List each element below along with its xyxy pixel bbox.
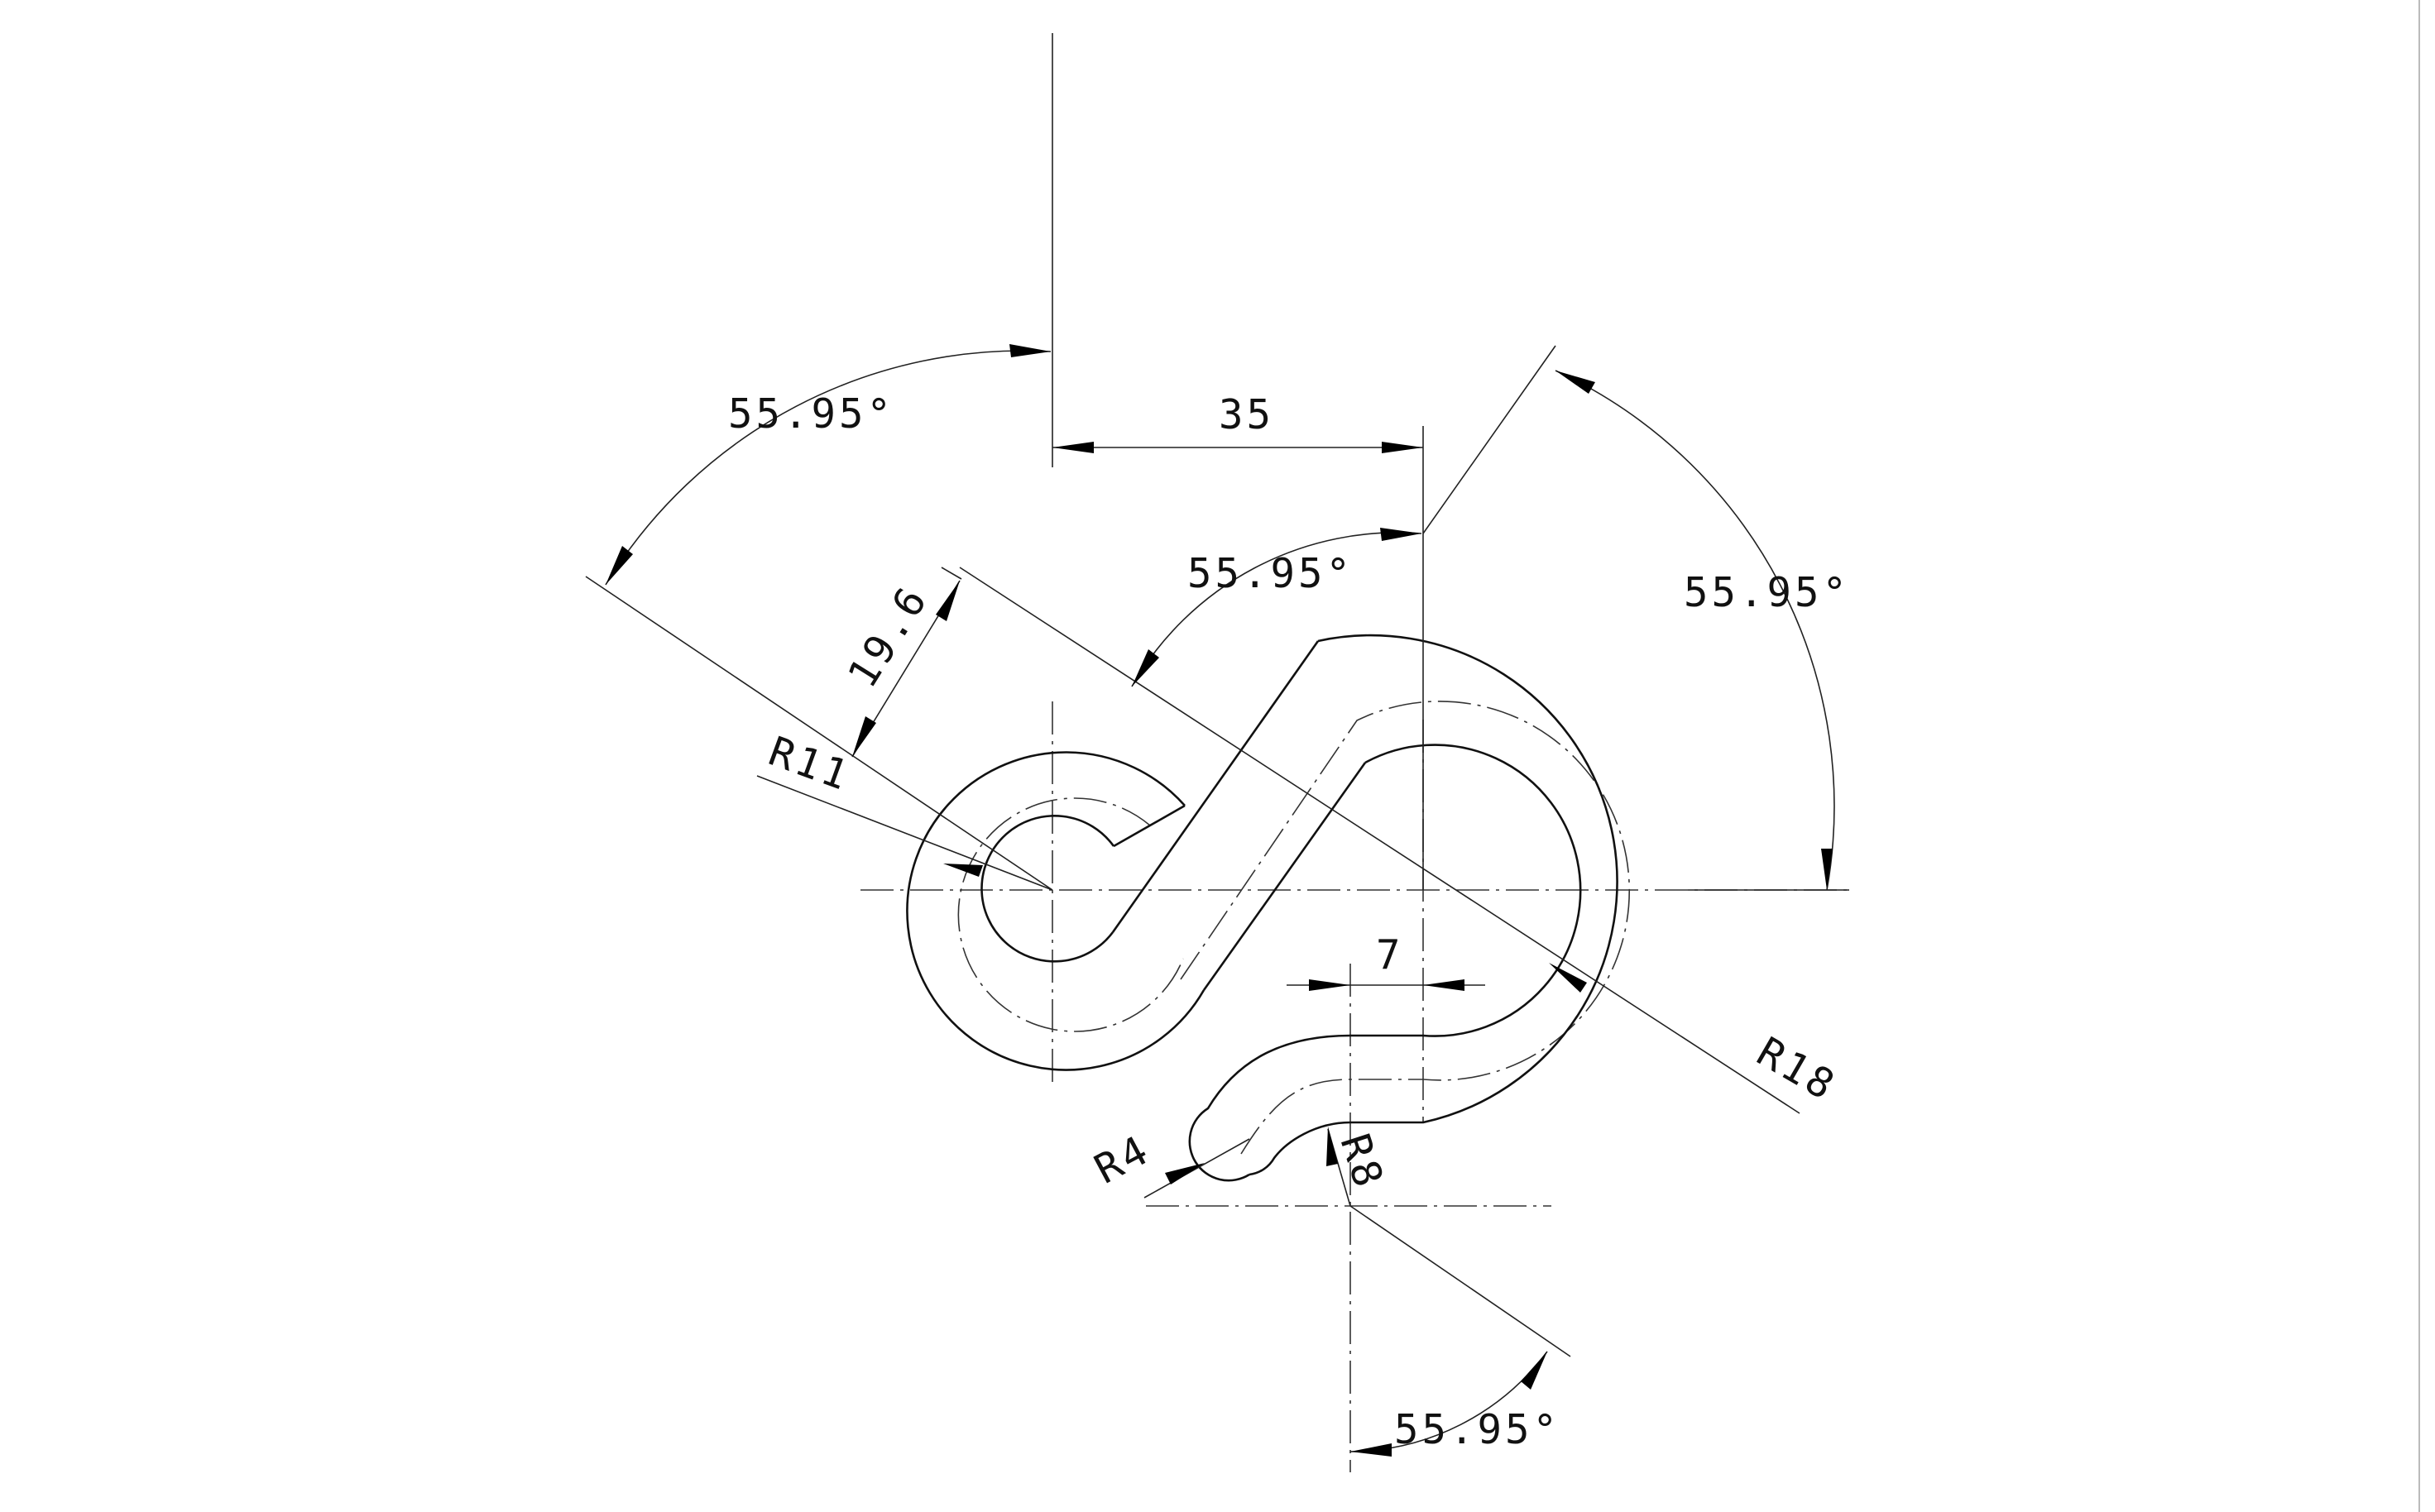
dim-19-6-label: 19.6 — [839, 577, 937, 696]
dimension-labels: 55.95° 35 55.95° 55.95° 19.6 R11 R18 7 R… — [728, 390, 1850, 1453]
angle-label-middle: 55.95° — [1187, 550, 1354, 597]
angle-label-top-left: 55.95° — [728, 390, 894, 438]
diagonal-upper-edge — [1111, 640, 1320, 933]
dim-19-6-arrow-bottom — [852, 716, 876, 757]
angle-label-bottom: 55.95° — [1394, 1406, 1560, 1453]
small-inner-arc — [980, 815, 1115, 963]
angle-arc-right-arrow-2 — [1821, 849, 1833, 890]
angled-extension-left — [585, 576, 1053, 891]
r11-arrow — [943, 864, 983, 877]
angle-arc-right — [1555, 370, 1835, 891]
angled-extension-parallel — [959, 567, 1800, 1114]
r8-label: R8 — [1331, 1128, 1393, 1195]
angle-arc-top-left-arrow-2 — [606, 546, 633, 585]
dim-7-label: 7 — [1376, 931, 1404, 978]
small-end-cap — [1113, 804, 1186, 848]
r11-leader — [756, 775, 1053, 891]
r4-label: R4 — [1087, 1126, 1158, 1194]
large-pitch-circle — [1180, 701, 1631, 1155]
angled-extension-right — [1422, 345, 1556, 534]
r18-arrow — [1549, 963, 1587, 993]
small-pitch-circle — [957, 797, 1184, 1032]
angle-arc-top-left — [605, 350, 1052, 586]
hook-outline — [906, 634, 1618, 1182]
diagonal-lower-edge — [1202, 762, 1367, 991]
large-outer-arc — [1317, 634, 1618, 1124]
hook-tail-upper — [1188, 1034, 1357, 1182]
dim-35-arrow-right — [1382, 442, 1423, 453]
dimension-geometry — [585, 33, 1849, 1457]
r11-label: R11 — [763, 728, 857, 801]
dim-19-6-extension — [941, 567, 962, 580]
dim-35-label: 35 — [1219, 391, 1274, 438]
r8-arrow — [1326, 1127, 1338, 1166]
dim-35-arrow-left — [1052, 442, 1094, 453]
angle-arc-middle — [1131, 532, 1422, 687]
dim-19-6-arrow-top — [936, 581, 960, 621]
angle-arc-middle-arrow-1 — [1380, 528, 1421, 541]
angle-label-right: 55.95° — [1684, 569, 1850, 616]
r4-leader — [1143, 1138, 1250, 1199]
small-outer-arc — [906, 751, 1206, 1071]
hook-tail-lower — [1249, 1121, 1357, 1176]
center-lines — [860, 701, 1849, 1472]
angle-arc-right-arrow-1 — [1555, 371, 1595, 394]
r18-label: R18 — [1749, 1028, 1845, 1111]
angle-arc-middle-arrow-2 — [1132, 649, 1159, 687]
angle-arc-bottom-arrow-1 — [1350, 1443, 1392, 1457]
large-inner-arc — [1357, 744, 1582, 1037]
angle-arc-top-left-arrow-1 — [1009, 344, 1051, 357]
dim-7-arrow-left — [1309, 979, 1350, 991]
dim-7-arrow-right — [1423, 979, 1464, 991]
angle-arc-bottom-arrow-2 — [1521, 1352, 1547, 1390]
angled-extension-bottom — [1349, 1205, 1571, 1357]
r4-arrow — [1165, 1163, 1205, 1184]
